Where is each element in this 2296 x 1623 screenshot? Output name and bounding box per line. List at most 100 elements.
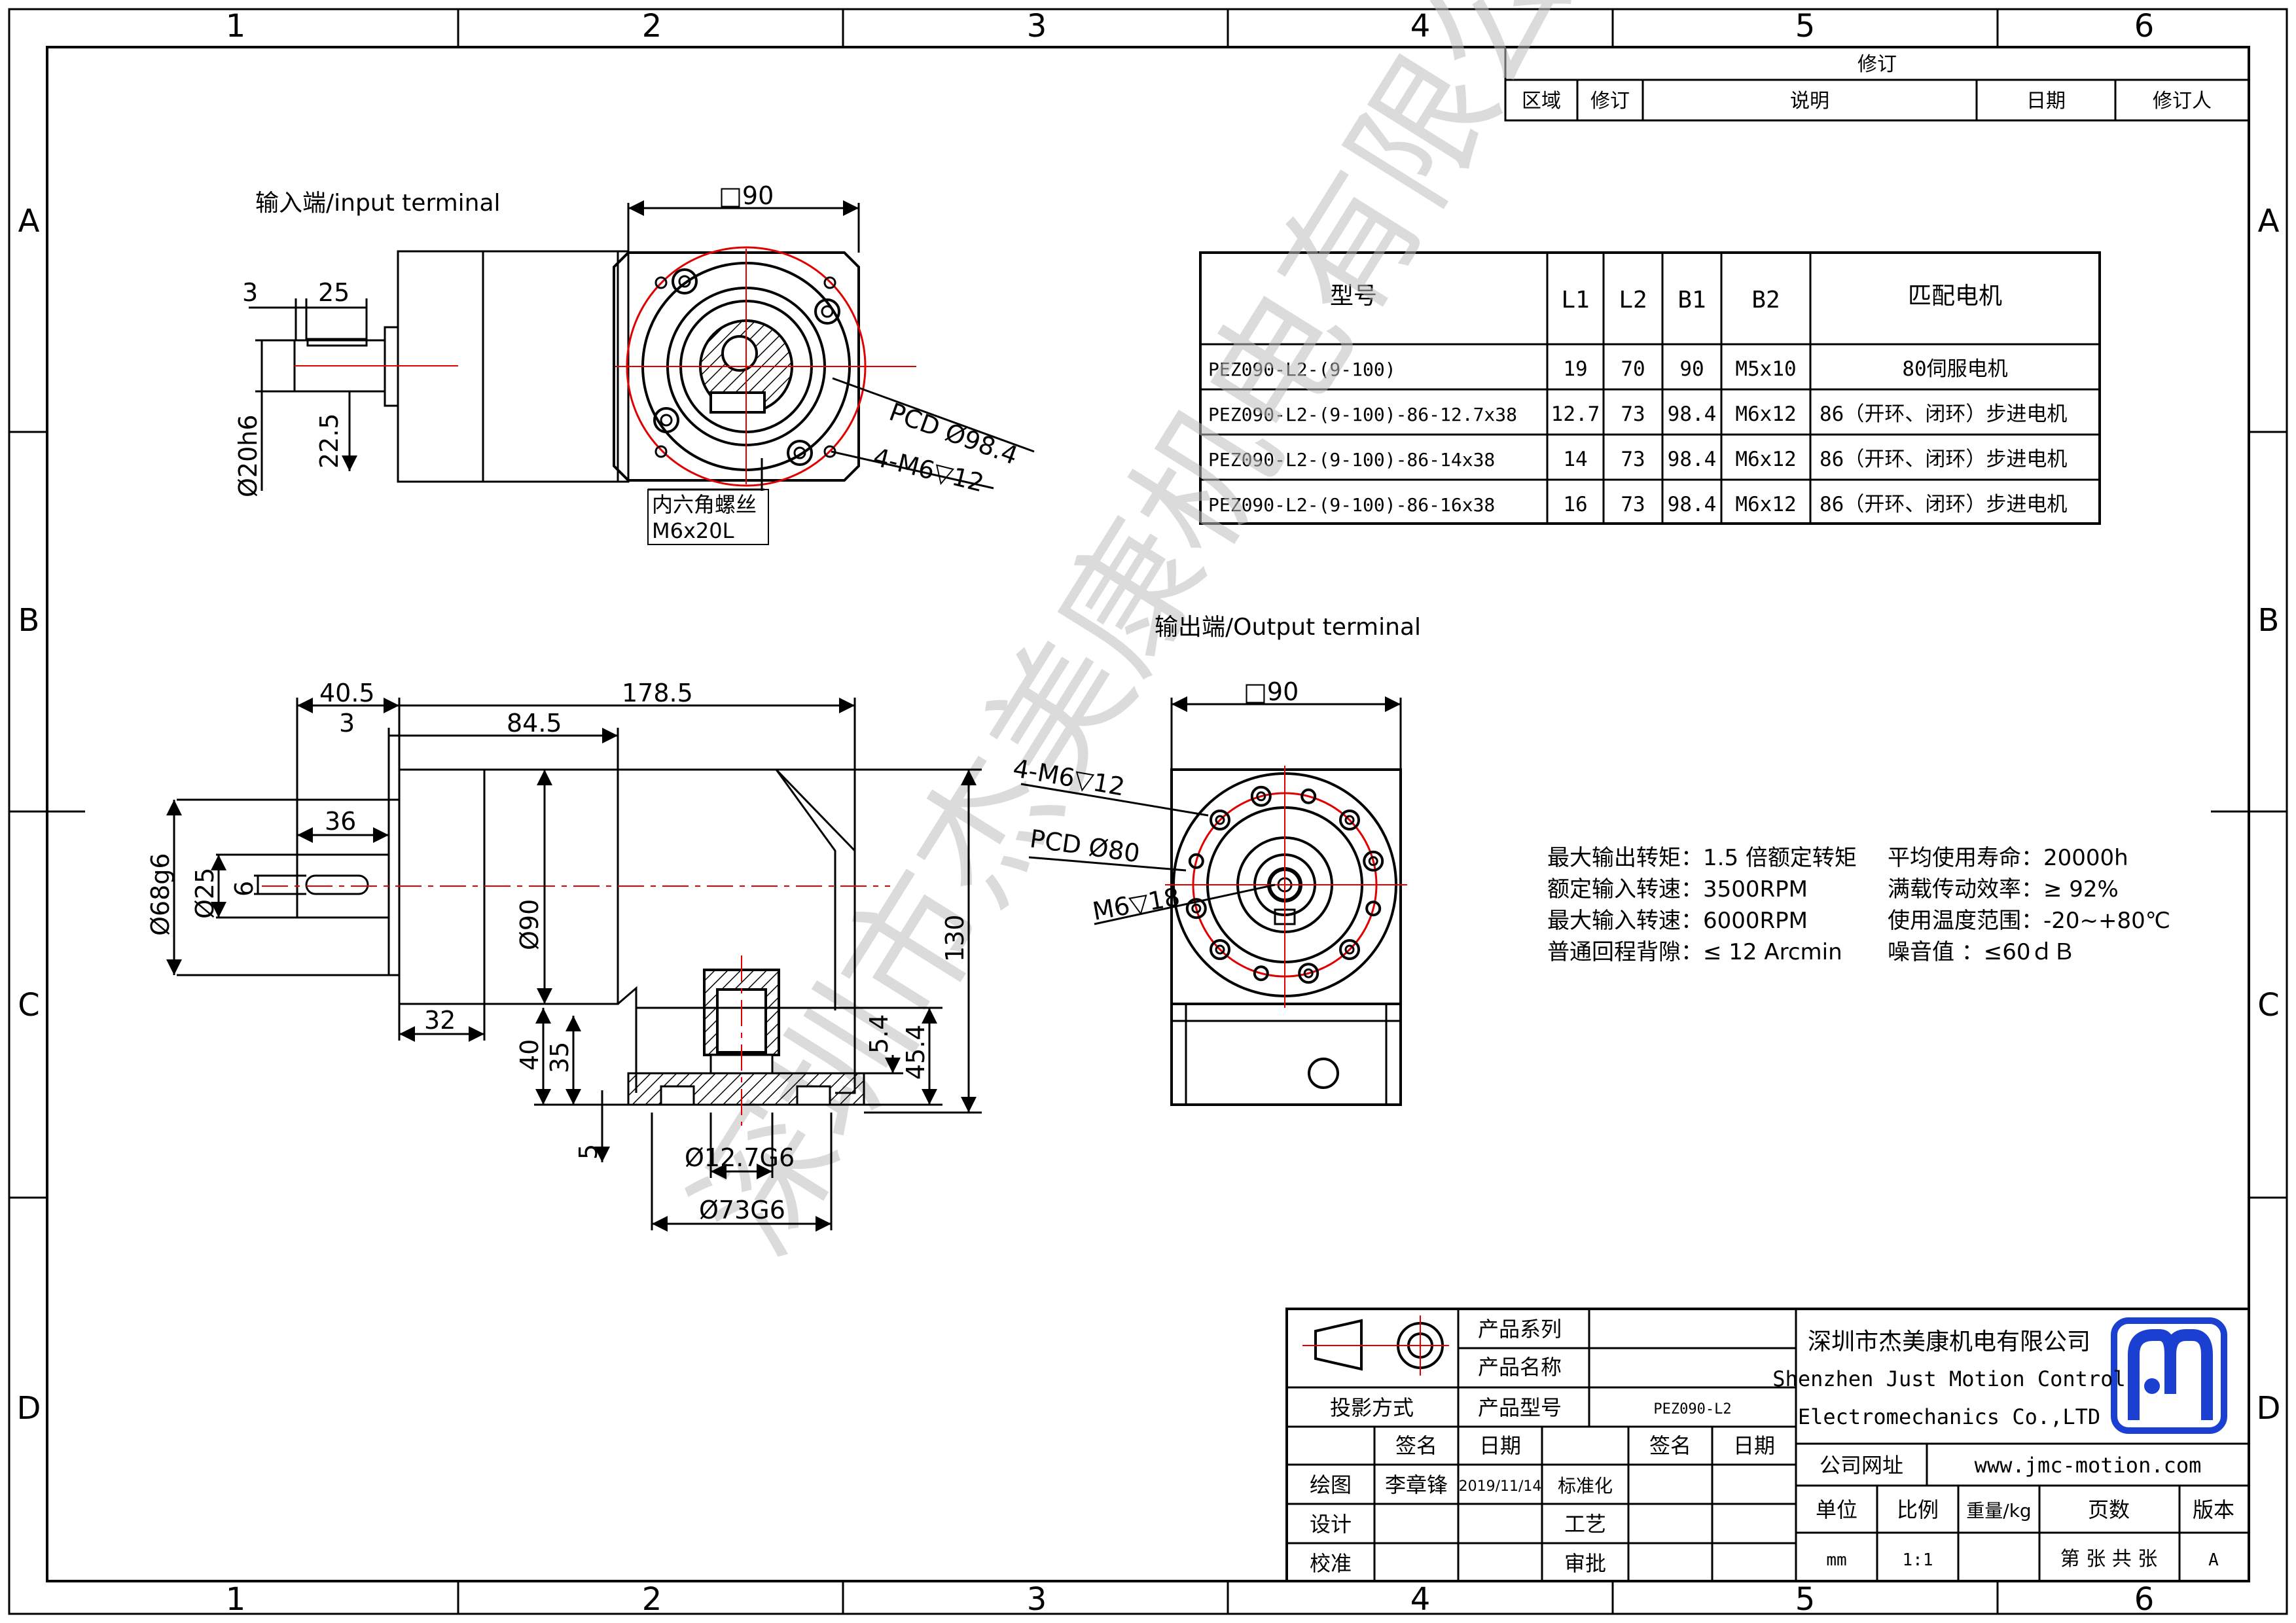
website: www.jmc-motion.com <box>1975 1453 2202 1478</box>
mounting-hole <box>1253 965 1269 982</box>
draw-date: 2019/11/14 <box>1459 1478 1542 1495</box>
mounting-hole-inner <box>1215 944 1225 955</box>
spec-cell: M6x12 <box>1735 402 1796 426</box>
side-view <box>166 698 982 1232</box>
spec-cell: 80伺服电机 <box>1902 357 2007 381</box>
company-en1: Shenzhen Just Motion Control <box>1772 1366 2125 1391</box>
mounting-hole <box>1300 788 1317 804</box>
design-label: 设计 <box>1310 1512 1352 1537</box>
col-label: 5 <box>1795 8 1816 45</box>
spec-cell: M6x12 <box>1735 448 1796 471</box>
weight-label: 重量/kg <box>1966 1500 2031 1522</box>
sign-header: 签名 <box>1395 1433 1437 1458</box>
mounting-hole <box>1210 939 1230 960</box>
drawer-name: 李章锋 <box>1385 1472 1448 1497</box>
spec-header: L2 <box>1619 287 1647 313</box>
dim-32: 32 <box>424 1006 456 1035</box>
dim-square-90: □90 <box>1244 677 1299 706</box>
revision-header: 区域 <box>1522 90 1561 113</box>
input-end-view: 输入端/input terminal <box>249 190 1035 545</box>
revision-table: 修订 区域 修订 说明 日期 修订人 <box>1504 46 2250 122</box>
row-label: B <box>18 602 40 639</box>
spec-cell: 73 <box>1621 402 1645 426</box>
jmc-logo <box>2111 1317 2227 1434</box>
col-label: 6 <box>2134 1581 2155 1618</box>
revision-title: 修订 <box>1857 53 1897 76</box>
website-label: 公司网址 <box>1820 1453 1903 1478</box>
row-label: A <box>2258 203 2280 240</box>
side-view-dims: 40.5 178.5 3 84.5 36 Ø68g6 Ø25 6 Ø90 130… <box>146 679 969 1224</box>
title-block-text: 产品系列 产品名称 投影方式 产品型号 PEZ090-L2 签名 日期 签名 日… <box>1310 1317 2234 1576</box>
scale-label: 比例 <box>1897 1497 1939 1522</box>
dim-phi12-7: Ø12.7G6 <box>685 1143 795 1172</box>
mounting-hole <box>1339 939 1360 960</box>
spec-cell: 14 <box>1563 448 1587 471</box>
row-label: A <box>18 203 40 240</box>
spec-cell: 16 <box>1563 493 1587 516</box>
spec-header: L1 <box>1561 287 1589 313</box>
revision-header: 说明 <box>1790 90 1829 113</box>
row-label: C <box>18 987 40 1024</box>
mounting-hole-inner <box>1215 815 1225 825</box>
screw-note: 内六角螺丝 <box>652 492 757 517</box>
mounting-hole <box>1250 785 1272 807</box>
screw-size-note: M6x20L <box>652 518 734 543</box>
mounting-hole-inner <box>1303 968 1314 978</box>
spec-cell: 98.4 <box>1668 402 1717 426</box>
dim-phi25: Ø25 <box>190 868 219 919</box>
spec-cell: 70 <box>1621 357 1645 381</box>
specs-block: 最大输出转矩：1.5 倍额定转矩 平均使用寿命：20000h 额定输入转速：35… <box>1547 845 2170 965</box>
dim-3: 3 <box>339 709 355 738</box>
spec-max-torque: 最大输出转矩：1.5 倍额定转矩 <box>1547 845 1857 871</box>
spec-cell: 86（开环、闭环）步进电机 <box>1820 493 2067 516</box>
col-label: 3 <box>1027 1581 1047 1618</box>
spec-efficiency: 满载传动效率：≥ 92% <box>1888 876 2119 902</box>
date-header: 日期 <box>1733 1433 1775 1458</box>
standard-label: 标准化 <box>1558 1475 1613 1497</box>
dim-40: 40 <box>515 1039 544 1071</box>
draw-label: 绘图 <box>1310 1472 1352 1497</box>
product-series-label: 产品系列 <box>1478 1317 1562 1342</box>
date-header: 日期 <box>1479 1433 1521 1458</box>
dim-phi73: Ø73G6 <box>699 1196 785 1224</box>
output-terminal-label: 输出端/Output terminal <box>1155 614 1421 641</box>
spec-header: 型号 <box>1330 283 1377 310</box>
row-label: B <box>2258 602 2280 639</box>
sign-header: 签名 <box>1649 1433 1691 1458</box>
mounting-hole-inner <box>1256 791 1266 802</box>
spec-cell: 90 <box>1679 357 1704 381</box>
spec-header: B2 <box>1751 287 1780 313</box>
spec-backlash: 普通回程背隙：≤ 12 Arcmin <box>1547 939 1842 965</box>
col-label: 3 <box>1027 8 1047 45</box>
col-label: 4 <box>1410 8 1431 45</box>
revision-header: 修订 <box>1590 90 1630 113</box>
spec-header: 匹配电机 <box>1908 283 2002 310</box>
spec-cell: 86（开环、闭环）步进电机 <box>1820 402 2067 426</box>
scale-value: 1:1 <box>1903 1550 1933 1570</box>
mounting-hole-inner <box>1191 903 1202 914</box>
spec-cell: 86（开环、闭环）步进电机 <box>1820 448 2067 471</box>
dim-25: 25 <box>318 278 350 307</box>
revision-header: 日期 <box>2026 90 2066 113</box>
dim-m6-18: M6▽18 <box>1090 882 1182 926</box>
dim-phi20: Ø20h6 <box>234 414 262 497</box>
mounting-hole <box>1185 898 1207 919</box>
mounting-hole <box>1365 901 1382 917</box>
pages-value: 第 张 共 张 <box>2060 1548 2158 1571</box>
check-label: 校准 <box>1310 1551 1352 1576</box>
spec-cell: 98.4 <box>1668 448 1717 471</box>
sheet-frame <box>8 8 2288 1615</box>
col-label: 4 <box>1410 1581 1431 1618</box>
col-label: 5 <box>1795 1581 1816 1618</box>
spec-cell: PEZ090-L2-(9-100) <box>1208 359 1396 380</box>
craft-label: 工艺 <box>1564 1512 1606 1537</box>
dim-phi90: Ø90 <box>515 899 544 950</box>
spec-temp: 使用温度范围：-20~+80℃ <box>1888 908 2170 934</box>
mounting-hole-inner <box>1368 856 1378 866</box>
title-block <box>1285 1308 2250 1582</box>
dim-35: 35 <box>545 1042 574 1073</box>
projection-label: 投影方式 <box>1330 1395 1414 1420</box>
spec-cell: 12.7 <box>1551 402 1600 426</box>
